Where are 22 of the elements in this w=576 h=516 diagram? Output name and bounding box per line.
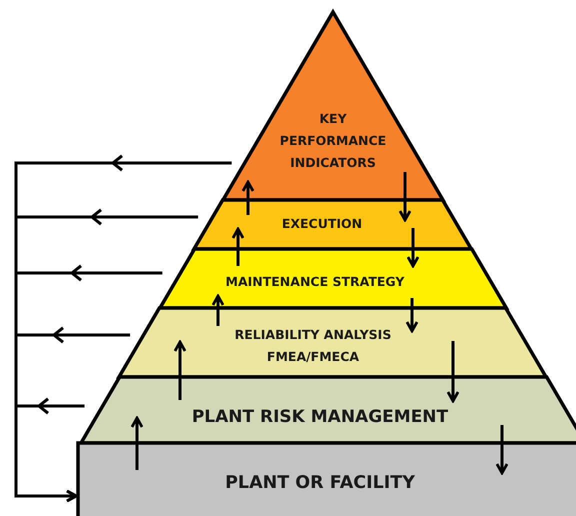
arrow bbox=[406, 228, 420, 268]
arrow bbox=[406, 298, 418, 332]
level-label: EXECUTION bbox=[280, 215, 364, 233]
arrow bbox=[398, 172, 412, 222]
arrow bbox=[232, 228, 244, 266]
pyramid-top-triangle bbox=[220, 8, 446, 202]
level-label: PLANT OR FACILITY bbox=[224, 472, 416, 495]
pyramid-band bbox=[191, 198, 475, 251]
level-label: RELIABILITY ANALYSIS FMEA/FMECA bbox=[234, 326, 392, 366]
pyramid-band bbox=[156, 247, 510, 310]
arrow bbox=[212, 294, 224, 326]
base-block bbox=[76, 441, 576, 516]
level-label: KEY PERFORMANCE INDICATORS bbox=[278, 110, 388, 172]
arrow bbox=[242, 180, 254, 215]
pyramid-band bbox=[116, 306, 550, 379]
level-label: MAINTENANCE STRATEGY bbox=[224, 273, 406, 291]
arrow bbox=[496, 425, 508, 474]
level-label: PLANT RISK MANAGEMENT bbox=[190, 406, 450, 429]
arrow bbox=[174, 340, 186, 400]
feedback-arrow bbox=[14, 397, 86, 502]
arrow bbox=[130, 416, 144, 470]
arrow bbox=[446, 341, 460, 402]
